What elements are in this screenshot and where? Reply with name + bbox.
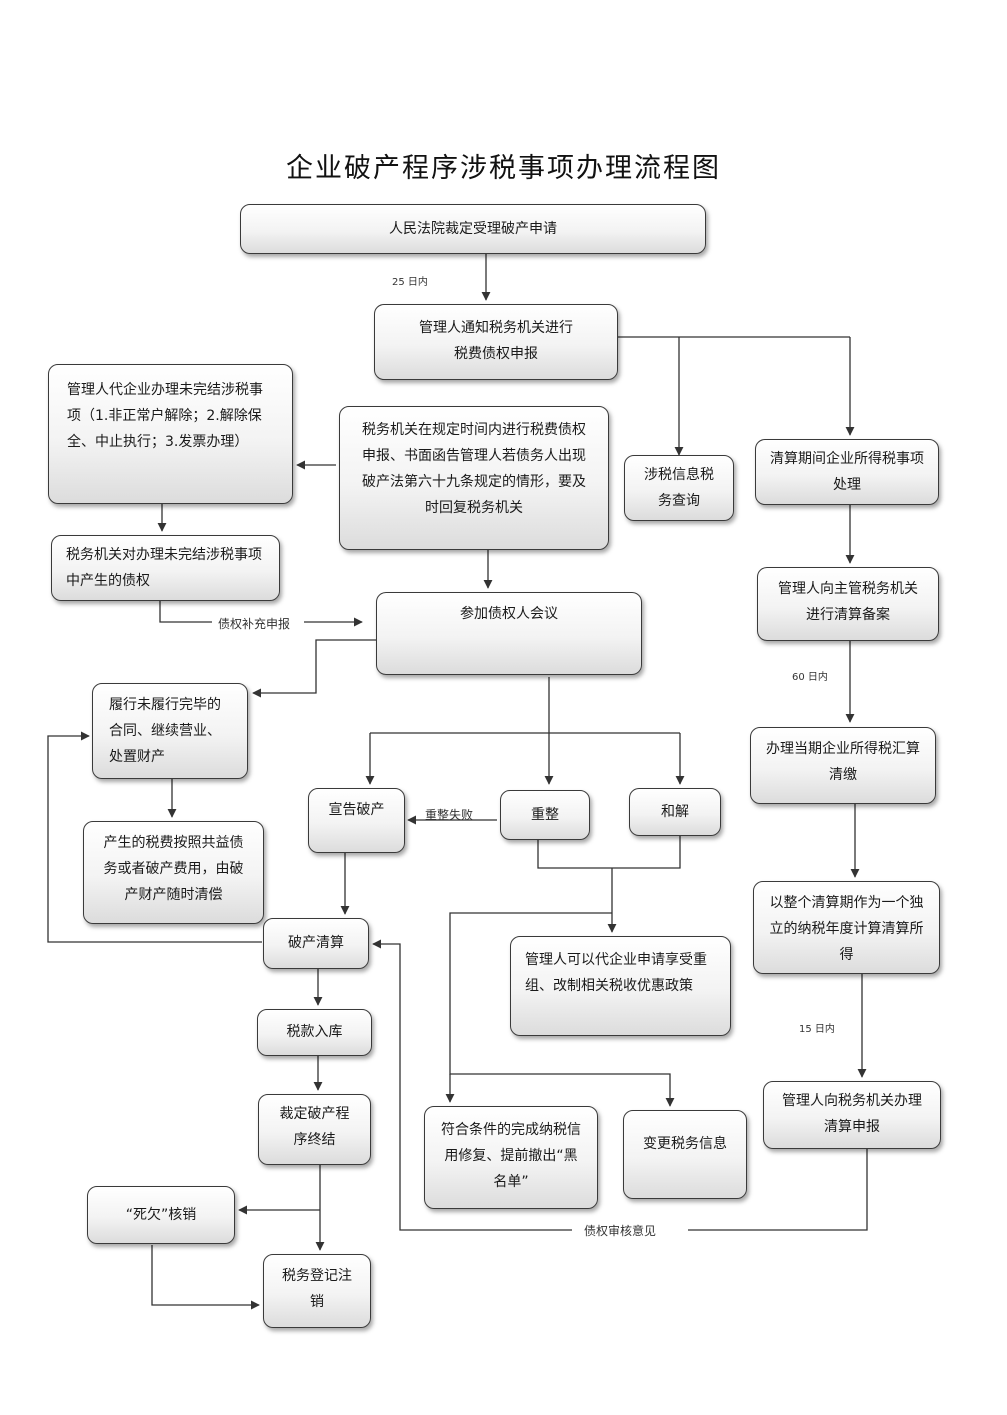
label-days60: 60 日内 [792, 672, 828, 683]
node-cit: 清算期间企业所得税事项处理 [755, 439, 939, 505]
node-filing: 管理人向主管税务机关进行清算备案 [757, 567, 939, 641]
node-annual: 办理当期企业所得税汇算清缴 [750, 727, 936, 804]
node-credit: 符合条件的完成纳税信用修复、提前撤出“黑名单” [424, 1106, 598, 1209]
node-preferential: 管理人可以代企业申请享受重组、改制相关税收优惠政策 [510, 936, 731, 1036]
node-terminate: 裁定破产程序终结 [258, 1094, 371, 1165]
node-tax-authority: 税务机关在规定时间内进行税费债权申报、书面函告管理人若债务人出现破产法第六十九条… [339, 406, 609, 550]
label-supplement: 债权补充申报 [218, 617, 291, 631]
arrow-liquidation-contracts [47, 731, 262, 943]
page-title: 企业破产程序涉税事项办理流程图 [286, 153, 721, 184]
label-days25: 25 日内 [392, 277, 428, 288]
node-court: 人民法院裁定受理破产申请 [240, 204, 706, 254]
node-liquidation: 破产清算 [263, 918, 369, 969]
node-query: 涉税信息税务查询 [624, 455, 734, 521]
node-claim: 税务机关对办理未完结涉税事项中产生的债权 [51, 535, 280, 601]
node-report: 管理人向税务机关办理清算申报 [763, 1081, 941, 1149]
label-review: 债权审核意见 [584, 1224, 657, 1238]
node-fees: 产生的税费按照共益债务或者破产费用，由破产财产随时清偿 [83, 821, 264, 924]
arrow-report-liquidation [373, 944, 868, 1231]
node-change: 变更税务信息 [623, 1110, 747, 1199]
node-agent: 管理人代企业办理未完结涉税事项（1.非正常户解除；2.解除保全、中止执行；3.发… [48, 364, 293, 504]
node-declare: 宣告破产 [308, 788, 405, 853]
arrow-meeting-contracts [252, 639, 376, 698]
arrow-claim-meeting [159, 600, 362, 622]
node-notify: 管理人通知税务机关进行税费债权申报 [374, 304, 618, 380]
node-settle: 和解 [629, 788, 721, 836]
node-dereg: 税务登记注销 [263, 1254, 371, 1328]
arrow-baddebt-dereg [151, 1245, 260, 1310]
node-tax-in: 税款入库 [257, 1009, 372, 1056]
label-days15: 15 日内 [799, 1024, 835, 1035]
node-reorg: 重整 [500, 790, 590, 840]
label-reorg-fail: 重整失败 [425, 808, 474, 822]
node-contracts: 履行未履行完毕的合同、继续营业、处置财产 [92, 683, 248, 779]
node-bad-debt: “死欠”核销 [87, 1186, 235, 1244]
node-period: 以整个清算期作为一个独立的纳税年度计算清算所得 [753, 881, 940, 974]
node-meeting: 参加债权人会议 [376, 592, 642, 675]
arrow-merge-preferential [537, 836, 681, 932]
